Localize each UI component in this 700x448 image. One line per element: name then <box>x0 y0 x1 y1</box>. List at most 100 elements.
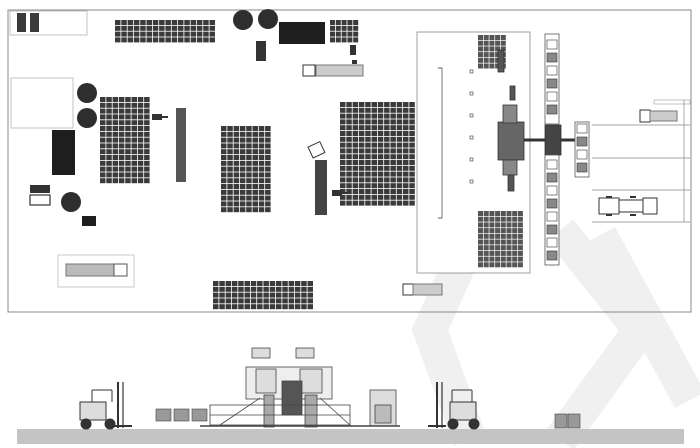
block-cell <box>213 304 219 310</box>
block-cell <box>500 262 506 268</box>
block-cell <box>258 172 265 178</box>
block-cell <box>409 154 415 160</box>
block-cell <box>115 25 121 31</box>
block-cell <box>353 25 359 31</box>
block-cell <box>246 189 252 195</box>
block-cell <box>478 46 483 52</box>
block-cell <box>112 114 119 120</box>
block-cell <box>106 166 112 172</box>
block-cell <box>257 292 263 298</box>
block-cell <box>178 25 184 31</box>
block-cell <box>358 189 365 194</box>
block-cell <box>213 298 219 304</box>
block-cell <box>112 149 119 155</box>
block-cell <box>403 160 409 165</box>
block-cell <box>365 131 371 136</box>
block-cell <box>265 166 271 172</box>
block-cell <box>125 120 131 126</box>
block-cell <box>506 262 512 268</box>
block-cell <box>396 102 403 107</box>
block-cell <box>483 40 489 46</box>
block-cell <box>225 292 232 298</box>
block-cell <box>489 239 495 245</box>
block-cell <box>178 20 184 25</box>
block-cell <box>330 31 335 37</box>
machine-part <box>546 198 558 209</box>
block-cell <box>358 194 365 200</box>
block-cell <box>227 178 233 184</box>
block-cell <box>371 119 377 125</box>
block-cell <box>371 189 377 194</box>
storage-rack <box>17 13 26 32</box>
block-cell <box>131 149 137 155</box>
block-cell <box>112 97 119 102</box>
block-cell <box>246 178 252 184</box>
block-cell <box>219 292 225 298</box>
block-cell <box>115 31 121 37</box>
block-cell <box>219 298 225 304</box>
block-cell <box>118 137 125 143</box>
block-cell <box>246 143 252 149</box>
block-cell <box>252 207 258 213</box>
block-cell <box>144 143 150 149</box>
block-cell <box>396 154 403 160</box>
block-cell <box>233 131 240 137</box>
block-cell <box>239 189 246 195</box>
block-cell <box>358 131 365 136</box>
block-cell <box>106 137 112 143</box>
block-cell <box>371 131 377 136</box>
block-cell <box>100 120 106 126</box>
block-cell <box>165 25 171 31</box>
block-cell <box>365 125 371 131</box>
block-cell <box>227 195 233 201</box>
block-cell <box>346 160 352 165</box>
block-cell <box>221 131 227 137</box>
block-cell <box>112 137 119 143</box>
block-cell <box>489 250 495 256</box>
block-cell <box>118 160 125 166</box>
block-cell <box>233 166 240 172</box>
block-cell <box>203 20 209 25</box>
block-cell <box>227 126 233 131</box>
block-cell <box>489 233 495 239</box>
block-cell <box>144 160 150 166</box>
block-cell <box>106 160 112 166</box>
machine-part <box>469 91 474 96</box>
block-cell <box>377 165 384 171</box>
block-cell <box>265 160 271 166</box>
block-cell <box>196 25 203 31</box>
block-cell <box>517 245 523 251</box>
block-cell <box>159 37 165 43</box>
block-cell <box>512 245 518 251</box>
block-cell <box>118 108 125 114</box>
machine-part <box>546 78 558 89</box>
block-cell <box>352 142 359 148</box>
block-cell <box>365 119 371 125</box>
block-cell <box>489 216 495 222</box>
block-cell <box>137 166 144 172</box>
block-cell <box>403 125 409 131</box>
block-cell <box>346 171 352 177</box>
block-cell <box>396 171 403 177</box>
block-cell <box>358 102 365 107</box>
block-cell <box>371 154 377 160</box>
block-cell <box>340 142 346 148</box>
block-cell <box>244 298 250 304</box>
block-cell <box>276 304 282 310</box>
block-cell <box>233 143 240 149</box>
machine-part <box>546 211 558 222</box>
block-cell <box>371 107 377 113</box>
block-cell <box>137 178 144 184</box>
block-cell <box>125 160 131 166</box>
block-cell <box>233 201 240 207</box>
block-cell <box>403 148 409 154</box>
block-cell <box>409 165 415 171</box>
block-cell <box>483 35 489 40</box>
block-cell <box>118 120 125 126</box>
block-cell <box>165 37 171 43</box>
block-cell <box>335 25 341 31</box>
machine-part <box>546 237 558 248</box>
block-cell <box>478 228 483 234</box>
block-cell <box>478 250 483 256</box>
block-cell <box>483 250 489 256</box>
